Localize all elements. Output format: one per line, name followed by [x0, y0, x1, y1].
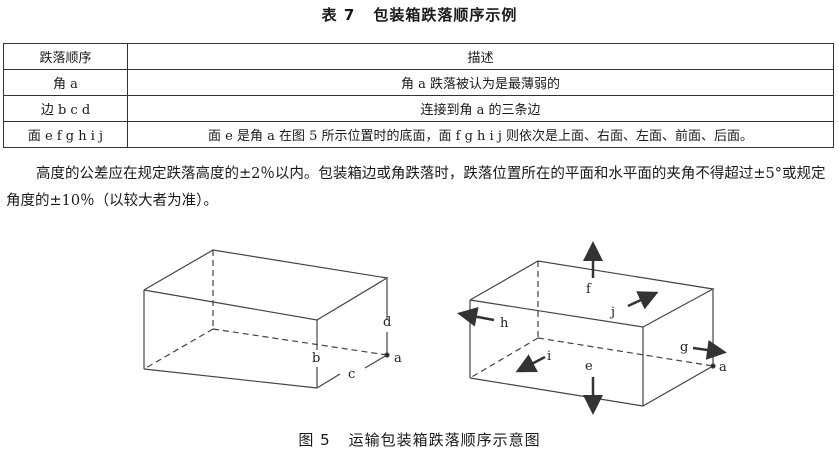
- table-number: 表 7: [321, 6, 356, 24]
- figure-caption: 图 5 运输包装箱跌落顺序示意图: [0, 429, 839, 450]
- label-f: f: [586, 282, 592, 297]
- label-j: j: [609, 305, 615, 320]
- label-a-left: a: [394, 351, 402, 366]
- arrow-left-icon: [457, 306, 495, 327]
- table-row: 边 b c d 连接到角 a 的三条边: [3, 95, 834, 122]
- arrow-front-icon: [515, 354, 546, 373]
- label-c: c: [348, 367, 355, 382]
- label-b: b: [312, 351, 320, 366]
- header-drop-sequence: 跌落顺序: [3, 43, 128, 70]
- arrow-right-icon: [692, 340, 727, 360]
- label-g: g: [680, 340, 688, 355]
- figure-number: 图 5: [298, 431, 331, 449]
- face-arrows: [457, 241, 727, 415]
- table-row: 面 e f g h i j 面 e 是角 a 在图 5 所示位置时的底面，面 f…: [3, 121, 834, 148]
- arrow-back-icon: [627, 291, 659, 310]
- drop-sequence-table: 跌落顺序 描述 角 a 角 a 跌落被认为是最薄弱的 边 b c d 连接到角 …: [3, 43, 834, 148]
- left-box-diagram: [143, 249, 390, 389]
- cell-sequence: 边 b c d: [3, 95, 128, 122]
- label-d: d: [383, 315, 391, 330]
- table-title: 表 7 包装箱跌落顺序示例: [0, 4, 839, 25]
- cell-description: 角 a 跌落被认为是最薄弱的: [127, 69, 834, 96]
- cell-description: 连接到角 a 的三条边: [127, 95, 834, 122]
- label-a-right: a: [719, 360, 727, 375]
- label-h: h: [500, 316, 509, 331]
- tolerance-paragraph: 高度的公差应在规定跌落高度的±2％以内。包装箱边或角跌落时，跌落位置所在的平面和…: [6, 166, 826, 209]
- table-row: 角 a 角 a 跌落被认为是最薄弱的: [3, 69, 834, 96]
- figure-caption-text: 运输包装箱跌落顺序示意图: [348, 431, 541, 449]
- table-title-text: 包装箱跌落顺序示例: [373, 6, 518, 24]
- label-i: i: [547, 349, 551, 364]
- cell-description: 面 e 是角 a 在图 5 所示位置时的底面，面 f g h i j 则依次是上…: [127, 121, 834, 148]
- right-box-diagram: [469, 260, 716, 407]
- label-e: e: [585, 359, 593, 374]
- cell-sequence: 面 e f g h i j: [3, 121, 128, 148]
